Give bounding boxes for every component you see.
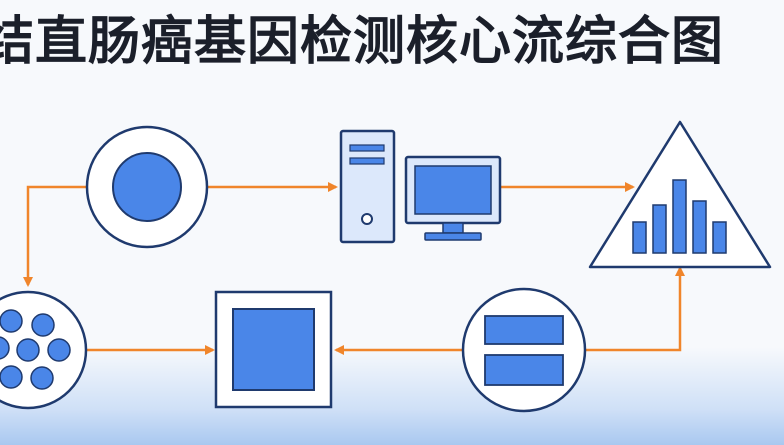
cell-cluster-icon — [0, 290, 88, 410]
arrow-database-to-analysis — [585, 266, 685, 352]
bar-chart-triangle-icon — [588, 120, 772, 269]
flow-arrows — [23, 182, 685, 355]
computer-workstation-icon — [339, 129, 502, 244]
diagram-title: 结直肠癌基因检测核心流综合图 — [0, 12, 725, 72]
arrow-sample-to-cells — [23, 185, 86, 287]
data-rows-circle-icon — [461, 287, 587, 413]
sample-circle-icon — [85, 125, 209, 249]
report-square-icon — [214, 290, 333, 409]
